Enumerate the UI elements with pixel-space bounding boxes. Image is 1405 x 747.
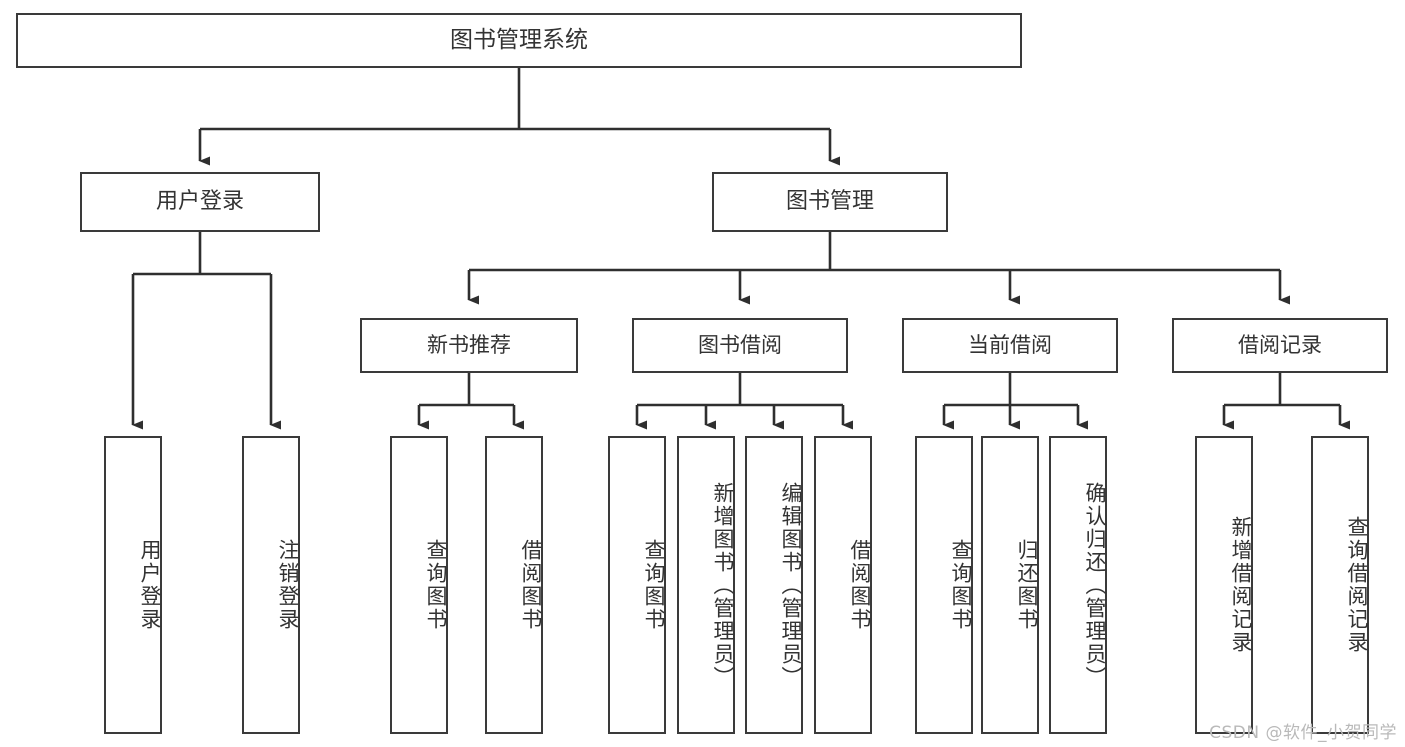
node-book-management[interactable]: 图书管理 <box>712 172 948 232</box>
node-label: 查询图书 <box>949 539 973 631</box>
node-label: 编辑图书（管理员） <box>779 481 803 689</box>
leaf-book-borrow-borrow-books[interactable]: 借阅图书 <box>814 436 872 734</box>
leaf-new-book-query-books[interactable]: 查询图书 <box>390 436 448 734</box>
leaf-user-login-logout[interactable]: 注销登录 <box>242 436 300 734</box>
leaf-book-borrow-add-book-admin[interactable]: 新增图书（管理员） <box>677 436 735 734</box>
node-label: 确认归还（管理员） <box>1083 481 1107 689</box>
node-label: 用户登录 <box>155 189 244 215</box>
node-new-book-recommend[interactable]: 新书推荐 <box>360 318 578 373</box>
node-label: 当前借阅 <box>968 333 1052 358</box>
node-borrow-record[interactable]: 借阅记录 <box>1172 318 1388 373</box>
node-label: 查询图书 <box>642 539 666 631</box>
node-book-borrow[interactable]: 图书借阅 <box>632 318 848 373</box>
leaf-user-login-login[interactable]: 用户登录 <box>104 436 162 734</box>
node-label: 用户登录 <box>138 539 162 631</box>
node-label: 查询借阅记录 <box>1345 516 1369 654</box>
node-label: 图书借阅 <box>698 333 782 358</box>
node-label: 图书管理系统 <box>450 26 588 53</box>
node-label: 新增图书（管理员） <box>711 481 735 689</box>
node-label: 借阅图书 <box>848 539 872 631</box>
node-label: 借阅图书 <box>519 539 543 631</box>
node-label: 新书推荐 <box>427 333 511 358</box>
leaf-book-borrow-query-books[interactable]: 查询图书 <box>608 436 666 734</box>
node-user-login[interactable]: 用户登录 <box>80 172 320 232</box>
node-label: 借阅记录 <box>1238 333 1322 358</box>
node-root-book-management-system[interactable]: 图书管理系统 <box>16 13 1022 68</box>
leaf-borrow-record-query-record[interactable]: 查询借阅记录 <box>1311 436 1369 734</box>
csdn-watermark: CSDN @软件_小贺同学 <box>1209 723 1397 743</box>
leaf-new-book-borrow-books[interactable]: 借阅图书 <box>485 436 543 734</box>
node-label: 新增借阅记录 <box>1229 516 1253 654</box>
node-label: 注销登录 <box>276 539 300 631</box>
node-current-borrow[interactable]: 当前借阅 <box>902 318 1118 373</box>
leaf-book-borrow-edit-book-admin[interactable]: 编辑图书（管理员） <box>745 436 803 734</box>
leaf-current-borrow-return-books[interactable]: 归还图书 <box>981 436 1039 734</box>
node-label: 图书管理 <box>785 189 874 215</box>
leaf-current-borrow-confirm-return-admin[interactable]: 确认归还（管理员） <box>1049 436 1107 734</box>
node-label: 归还图书 <box>1015 539 1039 631</box>
leaf-borrow-record-add-record[interactable]: 新增借阅记录 <box>1195 436 1253 734</box>
node-label: 查询图书 <box>424 539 448 631</box>
leaf-current-borrow-query-books[interactable]: 查询图书 <box>915 436 973 734</box>
